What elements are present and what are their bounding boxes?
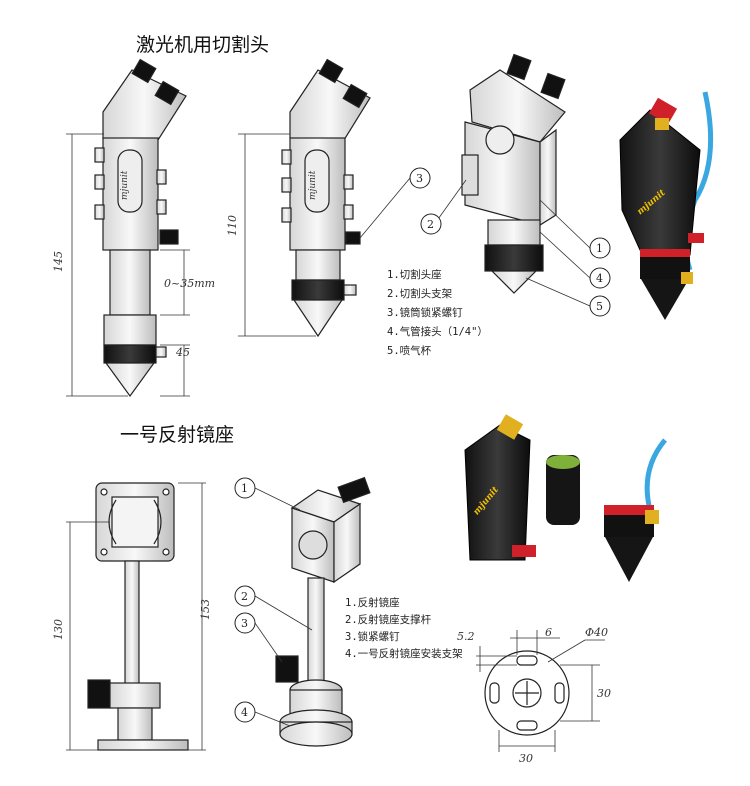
dim-base-width: 30 bbox=[519, 752, 533, 765]
reflector-iso-leaders bbox=[254, 487, 313, 727]
legend-item: 3.镜筒锁紧螺钉 bbox=[387, 306, 463, 319]
callout-1-iso: 1 bbox=[589, 237, 611, 259]
callout-5-iso: 5 bbox=[589, 295, 611, 317]
legend-item: 2.反射镜座支撑杆 bbox=[345, 613, 432, 626]
brand-mark-side: mjunit bbox=[308, 170, 318, 200]
reflector-iso-drawing bbox=[275, 476, 371, 747]
callout-2-reflector: 2 bbox=[234, 585, 256, 607]
iso-leader-lines bbox=[435, 179, 591, 307]
parts-photo: mjunit bbox=[464, 414, 667, 582]
cutting-head-title: 激光机用切割头 bbox=[136, 34, 270, 56]
svg-text:3: 3 bbox=[241, 617, 248, 630]
legend-item: 5.喷气杯 bbox=[387, 344, 432, 357]
dim-total-height: 145 bbox=[52, 251, 65, 272]
callout-3-reflector: 3 bbox=[234, 612, 256, 634]
legend-item: 4.一号反射镜座安装支架 bbox=[345, 647, 463, 660]
svg-text:4: 4 bbox=[241, 706, 248, 719]
dim-diameter: Φ40 bbox=[585, 626, 608, 639]
cutting-head-iso-drawing bbox=[461, 53, 566, 294]
base-plan-dimensions bbox=[476, 630, 605, 752]
cutting-head-side-drawing bbox=[281, 58, 371, 338]
dimension-lines-side bbox=[238, 133, 411, 337]
cutting-head-front-drawing bbox=[94, 58, 187, 398]
dimension-lines-front bbox=[66, 133, 190, 397]
cutting-head-photo: mjunit bbox=[619, 91, 714, 320]
callout-1-reflector: 1 bbox=[234, 477, 256, 499]
svg-text:5: 5 bbox=[596, 300, 603, 313]
callout-3-side: 3 bbox=[409, 167, 431, 189]
svg-text:2: 2 bbox=[241, 590, 248, 603]
legend-item: 3.锁紧螺钉 bbox=[345, 630, 400, 643]
dimension-lines-reflector-front bbox=[66, 482, 206, 751]
cutting-head-legend: 1.切割头座 2.切割头支架 3.镜筒锁紧螺钉 4.气管接头（1/4"） 5.喷… bbox=[387, 268, 488, 357]
callout-4-iso: 4 bbox=[589, 267, 611, 289]
svg-text:1: 1 bbox=[241, 482, 248, 495]
legend-item: 2.切割头支架 bbox=[387, 287, 453, 300]
base-plan-drawing bbox=[484, 650, 570, 736]
reflector-legend: 1.反射镜座 2.反射镜座支撑杆 3.锁紧螺钉 4.一号反射镜座安装支架 bbox=[345, 596, 463, 660]
dim-adjust-range: 0~35mm bbox=[164, 277, 215, 290]
brand-mark-front: mjunit bbox=[120, 170, 130, 200]
dim-reflector-total: 153 bbox=[199, 599, 212, 620]
dim-slot: 6 bbox=[545, 626, 552, 639]
dim-base-height: 30 bbox=[597, 687, 611, 700]
legend-item: 1.反射镜座 bbox=[345, 596, 400, 609]
callout-4-reflector: 4 bbox=[234, 701, 256, 723]
svg-text:4: 4 bbox=[596, 272, 603, 285]
svg-text:3: 3 bbox=[416, 172, 423, 185]
legend-item: 1.切割头座 bbox=[387, 268, 442, 281]
dim-nozzle-height: 45 bbox=[175, 346, 190, 359]
dim-side-height: 110 bbox=[226, 215, 239, 236]
dim-offset: 5.2 bbox=[457, 630, 475, 643]
dim-rod-height: 130 bbox=[52, 619, 65, 640]
reflector-front-drawing bbox=[87, 482, 189, 751]
reflector-mount-title: 一号反射镜座 bbox=[120, 424, 235, 446]
legend-item: 4.气管接头（1/4"） bbox=[387, 325, 488, 338]
callout-2-iso: 2 bbox=[420, 213, 442, 235]
svg-text:2: 2 bbox=[427, 218, 434, 231]
svg-text:1: 1 bbox=[596, 242, 603, 255]
